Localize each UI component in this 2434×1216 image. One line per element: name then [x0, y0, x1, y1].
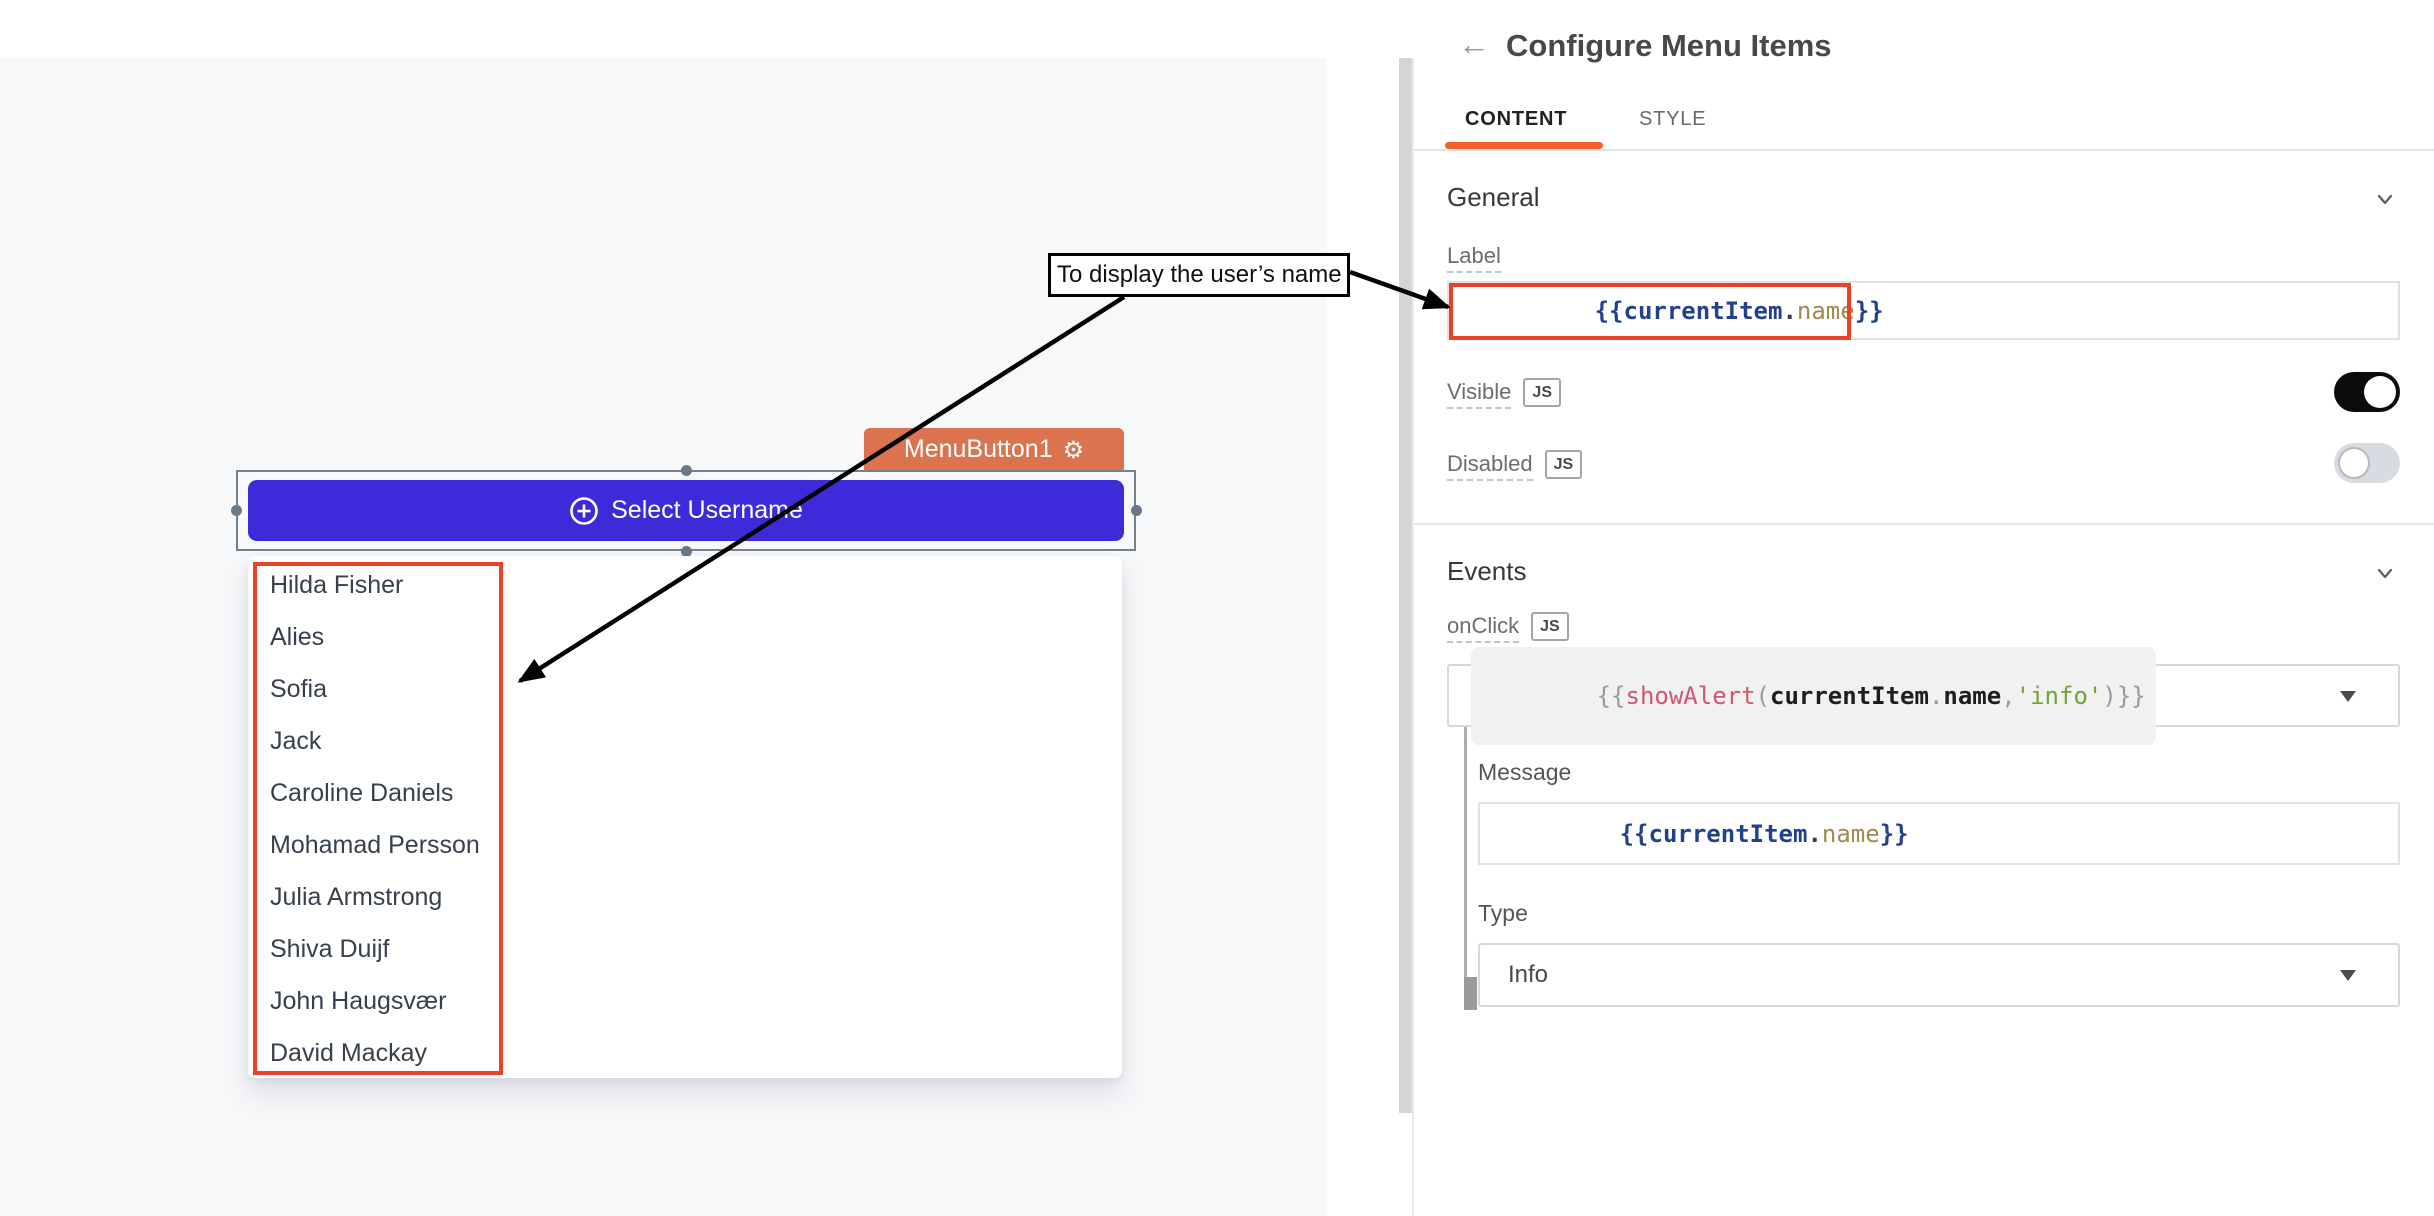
menu-item[interactable]: Hilda Fisher [270, 570, 404, 599]
dropdown-caret-icon [2340, 970, 2356, 981]
onclick-action-select[interactable]: {{showAlert(currentItem.name,'info')}} [1447, 646, 2400, 745]
switch-knob [2338, 447, 2370, 479]
widget-name-tag[interactable]: MenuButton1 ⚙ [864, 428, 1124, 471]
selection-handle-right[interactable] [1131, 505, 1142, 516]
disabled-row: Disabled JS [1447, 450, 1583, 481]
type-field-caption: Type [1478, 900, 1528, 926]
menu-item[interactable]: John Haugsvær [270, 986, 447, 1015]
menu-item[interactable]: David Mackay [270, 1038, 427, 1067]
menu-item[interactable]: Shiva Duijf [270, 934, 390, 963]
code-token: {{ [1594, 296, 1624, 325]
menu-item[interactable]: Jack [270, 726, 322, 755]
chevron-down-icon[interactable] [2372, 186, 2398, 212]
panel-left-border [1412, 58, 1414, 1216]
menu-item[interactable]: Mohamad Persson [270, 830, 480, 859]
chevron-down-icon[interactable] [2372, 560, 2398, 586]
section-events-header[interactable]: Events [1447, 556, 1527, 586]
label-input[interactable]: {{currentItem.name}} [1447, 281, 2400, 340]
section-general-header[interactable]: General [1447, 182, 1540, 212]
annotation-tooltip: To display the user’s name [1048, 253, 1350, 297]
plus-circle-icon [570, 496, 598, 525]
widget-name-label: MenuButton1 [903, 435, 1053, 463]
panel-title: Configure Menu Items [1506, 28, 1832, 63]
disabled-switch[interactable] [2334, 443, 2400, 483]
dropdown-caret-icon [2340, 690, 2356, 702]
type-select-value: Info [1508, 961, 1549, 988]
tab-content[interactable]: CONTENT [1465, 108, 1568, 130]
panel-scrollbar[interactable] [1399, 58, 1412, 1113]
message-field-caption: Message [1478, 759, 1572, 785]
disabled-label: Disabled [1447, 451, 1533, 481]
menu-item[interactable]: Caroline Daniels [270, 778, 454, 807]
onclick-js-toggle[interactable]: JS [1531, 612, 1569, 641]
onclick-row: onClick JS [1447, 612, 1569, 643]
gear-icon[interactable]: ⚙ [1062, 435, 1085, 464]
selection-handle-top[interactable] [681, 465, 692, 476]
tab-style[interactable]: STYLE [1639, 108, 1707, 130]
properties-panel: ← Configure Menu Items CONTENT STYLE Gen… [1414, 0, 2434, 1216]
annotation-tooltip-text: To display the user’s name [1057, 261, 1342, 288]
visible-js-toggle[interactable]: JS [1523, 378, 1561, 407]
message-input[interactable]: {{currentItem.name}} [1478, 802, 2400, 865]
visible-row: Visible JS [1447, 378, 1561, 409]
menu-item[interactable]: Sofia [270, 674, 327, 703]
annotation-redbox-menu-items [253, 562, 503, 1075]
selection-handle-left[interactable] [231, 505, 242, 516]
menu-item[interactable]: Alies [270, 622, 325, 651]
menu-button-widget[interactable]: Select Username [248, 480, 1124, 541]
visible-switch[interactable] [2334, 372, 2400, 412]
back-button[interactable]: ← [1458, 26, 1490, 62]
section-divider [1414, 523, 2434, 525]
active-tab-indicator [1445, 142, 1603, 149]
action-indent-handle[interactable] [1464, 977, 1477, 1010]
onclick-label: onClick [1447, 613, 1520, 643]
menu-item[interactable]: Julia Armstrong [270, 882, 443, 911]
tabs-divider [1414, 149, 2434, 151]
label-field-caption: Label [1447, 243, 1501, 273]
action-indent-line [1464, 727, 1467, 1010]
annotation-redbox-label-input [1449, 283, 1851, 340]
type-select[interactable]: Info [1478, 943, 2400, 1007]
disabled-js-toggle[interactable]: JS [1544, 450, 1583, 479]
switch-knob [2364, 376, 2396, 408]
menu-button-label: Select Username [611, 496, 803, 524]
visible-label: Visible [1447, 379, 1512, 409]
